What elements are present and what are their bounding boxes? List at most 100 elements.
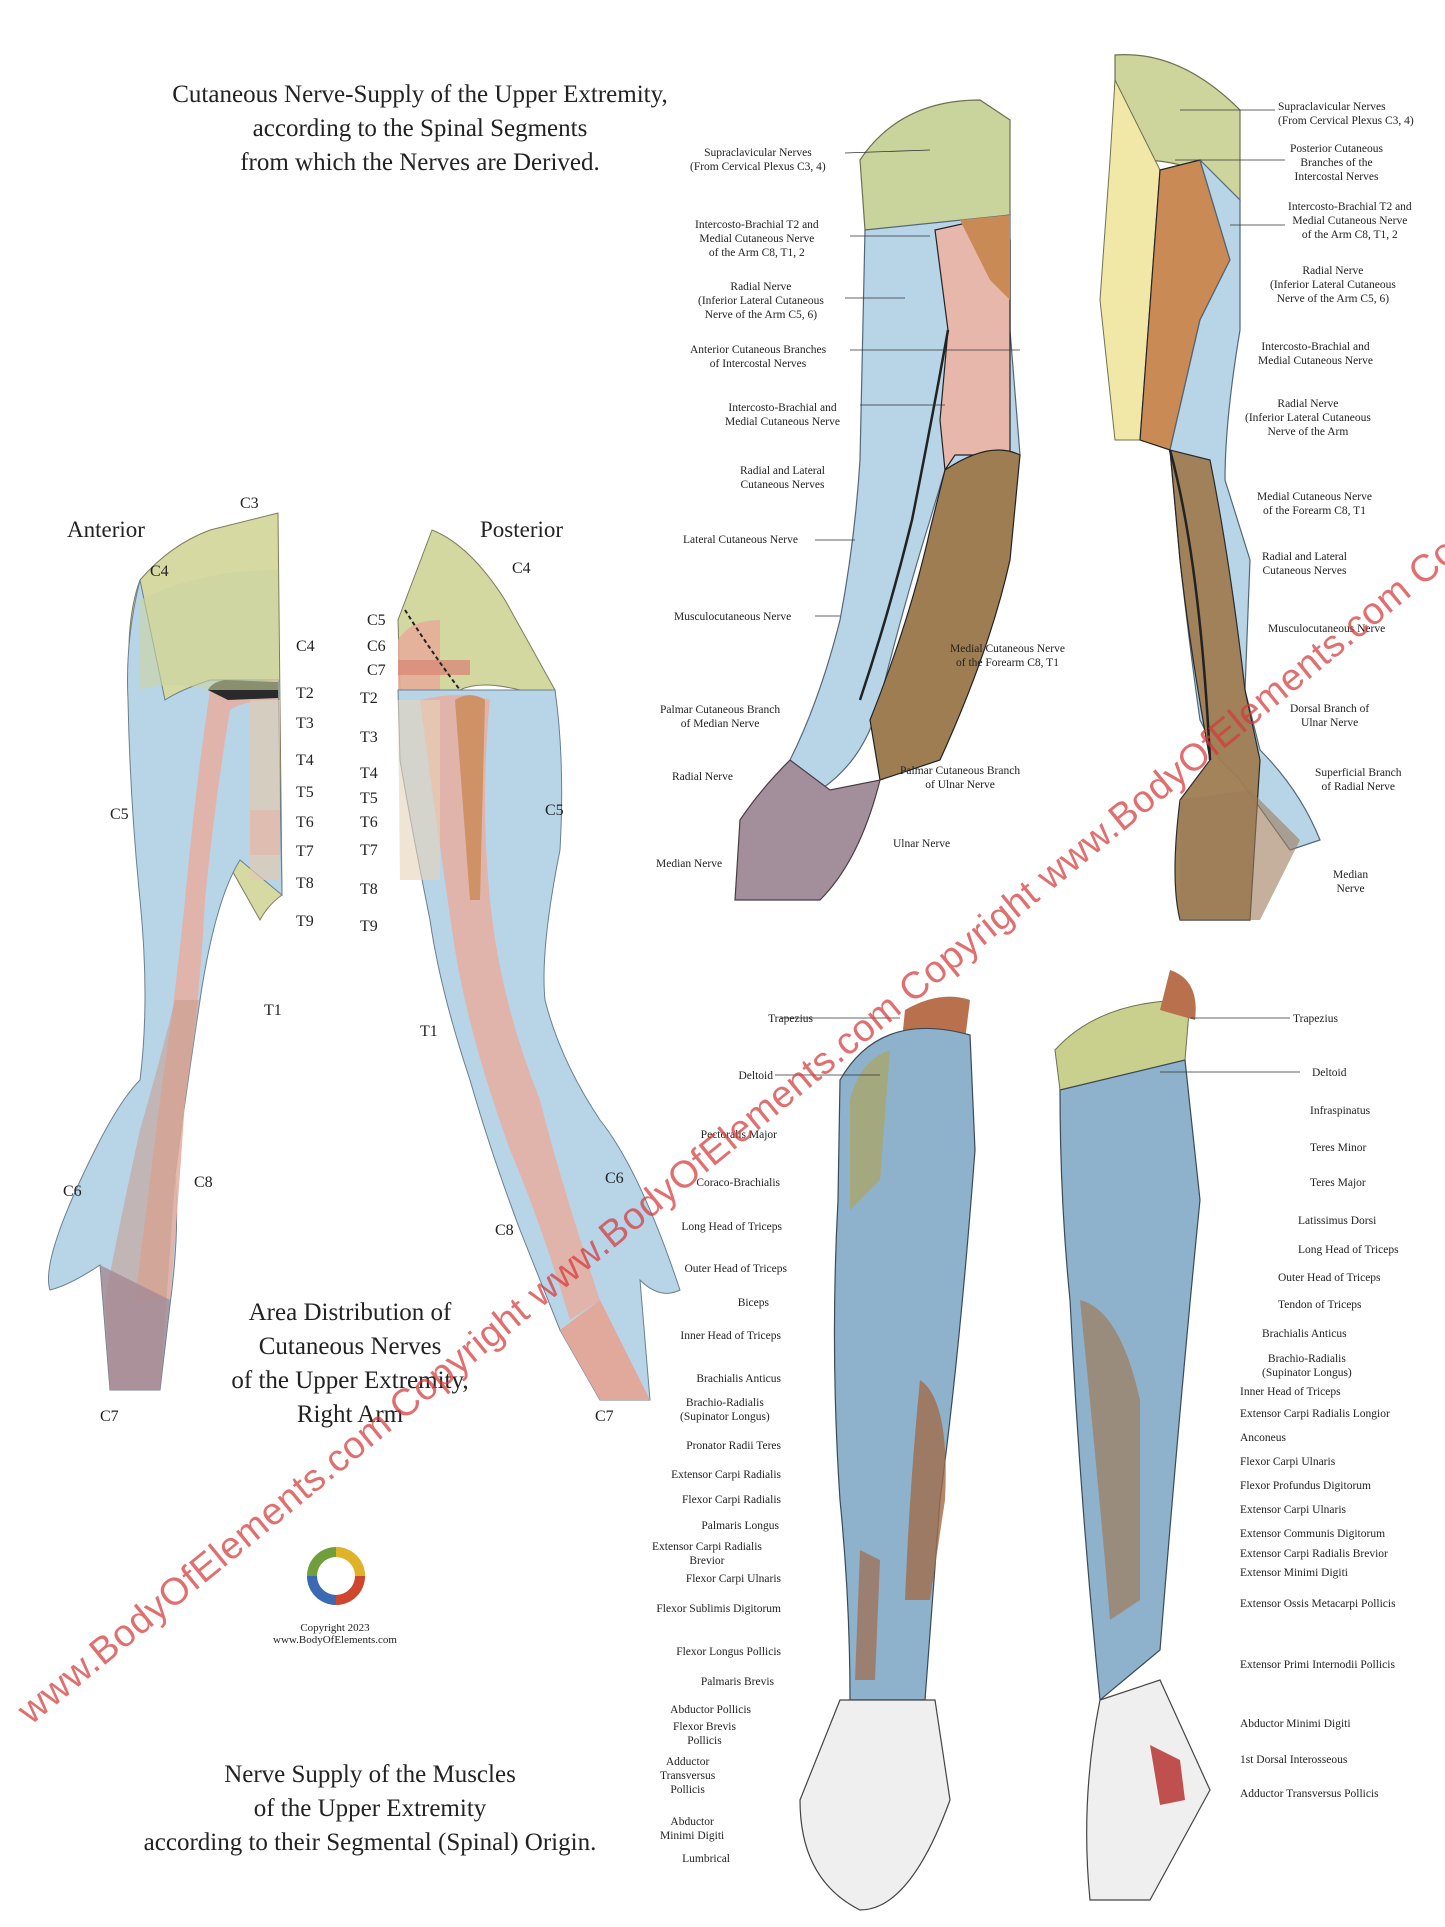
muscle-label: Deltoid	[738, 1070, 774, 1082]
nerve-label: Radial Nerve	[672, 771, 733, 783]
segment-label: T8	[360, 881, 378, 898]
title-line: from which the Nerves are Derived.	[240, 149, 600, 176]
muscle-label: Inner Head of Triceps	[1240, 1386, 1341, 1398]
nerves-front-arm	[734, 99, 1021, 901]
nerve-label: Musculocutaneous Nerve	[1268, 623, 1386, 635]
nerve-label: Musculocutaneous Nerve	[674, 611, 792, 623]
segment-label: T6	[360, 814, 378, 831]
muscle-label: Infraspinatus	[1310, 1105, 1371, 1117]
segment-label: C7	[100, 1408, 119, 1425]
segment-label: T6	[296, 814, 314, 831]
title-line: Cutaneous Nerves	[258, 1333, 442, 1360]
muscle-label: Trapezius	[768, 1013, 813, 1025]
segment-label: T2	[296, 685, 314, 702]
segment-label: T7	[360, 842, 378, 859]
muscle-label: Extensor Primi Internodii Pollicis	[1240, 1659, 1395, 1671]
title-line: Area Distribution of	[248, 1299, 452, 1326]
muscle-label: Extensor Carpi Radialis Longior	[1240, 1408, 1390, 1420]
muscle-label: Trapezius	[1293, 1013, 1338, 1025]
segment-label: T7	[296, 843, 314, 860]
muscle-label: Coraco-Brachialis	[696, 1177, 780, 1189]
muscle-label: Lumbrical	[682, 1853, 730, 1865]
posterior-label: Posterior	[480, 517, 564, 542]
segment-label: T5	[296, 784, 314, 801]
posterior-dermatome-arm	[397, 529, 681, 1401]
title-line: Nerve Supply of the Muscles	[224, 1761, 516, 1788]
segment-label: T9	[296, 913, 314, 930]
muscle-label: Flexor Sublimis Digitorum	[656, 1603, 781, 1615]
nerve-label: Median Nerve	[656, 858, 723, 870]
segment-label: C3	[240, 495, 259, 512]
muscle-label: Brachialis Anticus	[696, 1373, 781, 1385]
muscle-label: 1st Dorsal Interosseous	[1240, 1754, 1348, 1766]
segment-label: C4	[150, 563, 169, 580]
title-line: according to their Segmental (Spinal) Or…	[143, 1829, 597, 1856]
copyright-url: www.BodyOfElements.com	[273, 1634, 397, 1646]
muscle-label: Palmaris Longus	[701, 1520, 779, 1532]
muscle-label: Extensor Carpi Ulnaris	[1240, 1504, 1347, 1516]
title-cutaneous-segments: Cutaneous Nerve-Supply of the Upper Extr…	[120, 78, 720, 180]
muscle-label: Latissimus Dorsi	[1298, 1215, 1377, 1227]
nerve-label: Supraclavicular Nerves(From Cervical Ple…	[1278, 101, 1414, 127]
muscle-label: Anconeus	[1240, 1432, 1286, 1444]
muscle-label: Extensor Ossis Metacarpi Pollicis	[1240, 1598, 1396, 1610]
muscle-label: Palmaris Brevis	[700, 1676, 774, 1688]
muscle-label: Brachio-Radialis(Supinator Longus)	[680, 1397, 770, 1423]
copyright-line: Copyright 2023	[300, 1622, 370, 1634]
segment-label: C7	[595, 1408, 614, 1425]
muscle-label: Teres Minor	[1310, 1142, 1367, 1154]
segment-label: C6	[605, 1170, 624, 1187]
muscle-label: Adductor Transversus Pollicis	[1240, 1788, 1379, 1800]
muscle-label: Teres Major	[1310, 1177, 1366, 1189]
segment-label: C7	[367, 662, 386, 679]
nerves-back-arm	[1099, 54, 1321, 921]
segment-label: T8	[296, 875, 314, 892]
segment-label: T3	[360, 729, 378, 746]
segment-label: C5	[367, 612, 386, 629]
segment-label: C6	[63, 1183, 82, 1200]
segment-label: C8	[495, 1222, 514, 1239]
muscle-label: Extensor Carpi Radialis	[671, 1469, 781, 1481]
muscles-front-arm	[799, 996, 976, 1911]
segment-label: C5	[110, 806, 129, 823]
segment-label: C4	[512, 560, 531, 577]
muscle-label: Tendon of Triceps	[1278, 1299, 1362, 1311]
segment-label: T1	[420, 1023, 438, 1040]
muscle-label: Brachialis Anticus	[1262, 1328, 1347, 1340]
segment-label: C5	[545, 802, 564, 819]
muscle-label: Pronator Radii Teres	[686, 1440, 781, 1452]
segment-label: T5	[360, 790, 378, 807]
muscle-label: Flexor Profundus Digitorum	[1240, 1480, 1371, 1492]
segment-label: T3	[296, 715, 314, 732]
muscle-label: Flexor Carpi Radialis	[681, 1494, 781, 1506]
nerve-label: Ulnar Nerve	[893, 838, 951, 850]
muscle-label: Outer Head of Triceps	[1278, 1272, 1381, 1284]
anterior-dermatome-arm	[47, 512, 283, 1391]
segment-label: T9	[360, 918, 378, 935]
title-line: of the Upper Extremity	[253, 1795, 487, 1822]
muscle-label: Inner Head of Triceps	[680, 1330, 781, 1342]
muscle-label: Deltoid	[1312, 1067, 1347, 1079]
muscle-label: Biceps	[737, 1297, 769, 1309]
muscle-label: Extensor Carpi Radialis Brevior	[1240, 1548, 1388, 1560]
title-line: according to the Spinal Segments	[252, 115, 588, 142]
